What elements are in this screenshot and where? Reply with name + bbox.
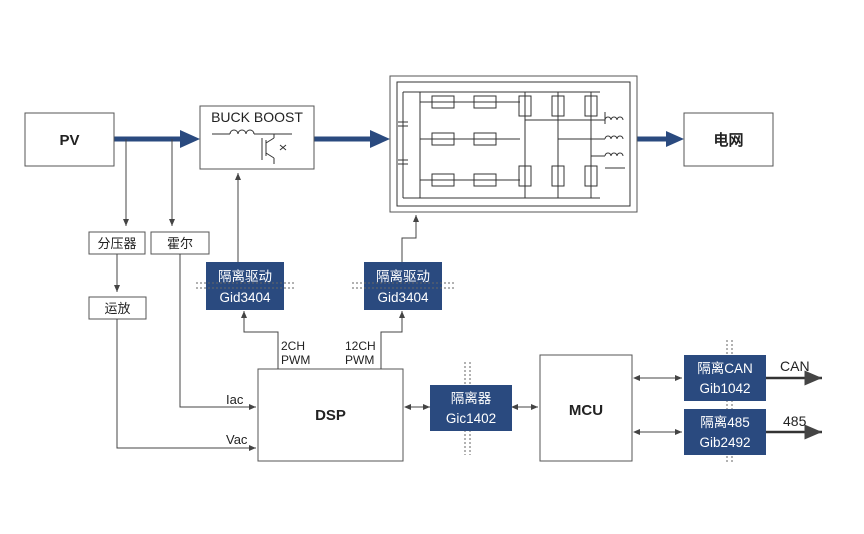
iso-drive-right-box: 隔离驱动 Gid3404 [352, 262, 454, 310]
pwm-left-line1: 2CH [281, 339, 305, 353]
iac-label: Iac [226, 392, 244, 407]
opamp-box: 运放 [88, 296, 147, 320]
iso-drive-right-line1: 隔离驱动 [376, 268, 430, 284]
vac-label: Vac [226, 432, 248, 447]
isolator-line1: 隔离器 [451, 390, 492, 406]
inverter-box [389, 75, 638, 213]
divider-box: 分压器 [88, 231, 146, 255]
dsp-box: DSP [257, 368, 404, 462]
pv-box: PV [24, 112, 115, 167]
buck-boost-box: BUCK BOOST [199, 105, 315, 170]
isolator-line2: Gic1402 [446, 411, 496, 426]
iso-can-box: 隔离CAN Gib1042 [684, 355, 766, 401]
opamp-label: 运放 [104, 301, 130, 316]
buck-boost-label: BUCK BOOST [211, 109, 303, 125]
pwm-right-line1: 12CH [345, 339, 376, 353]
iso-drive-left-box: 隔离驱动 Gid3404 [196, 262, 294, 310]
iso-can-line1: 隔离CAN [697, 360, 753, 376]
dsp-label: DSP [315, 407, 346, 424]
dsp-input-lines [116, 254, 256, 451]
pv-label: PV [59, 132, 79, 149]
grid-box: 电网 [683, 112, 774, 167]
pwm-lines [235, 173, 419, 369]
iso-485-line1: 隔离485 [700, 414, 750, 430]
divider-label: 分压器 [97, 236, 136, 251]
hall-label: 霍尔 [167, 236, 193, 251]
hall-box: 霍尔 [150, 231, 210, 255]
inverter-circuit-icon [398, 91, 625, 199]
iso-can-line2: Gib1042 [699, 381, 750, 396]
mcu-label: MCU [569, 402, 603, 419]
sensing-lines [114, 139, 175, 292]
mcu-box: MCU [539, 354, 633, 462]
iso-drive-right-line2: Gid3404 [377, 290, 429, 305]
iso-485-line2: Gib2492 [699, 435, 750, 450]
grid-label: 电网 [713, 131, 743, 149]
pwm-left-line2: PWM [281, 353, 310, 367]
rs485-label: 485 [783, 413, 807, 429]
iso-drive-left-line2: Gid3404 [219, 290, 271, 305]
buck-boost-circuit-icon [212, 129, 292, 164]
pwm-right-line2: PWM [345, 353, 374, 367]
iso-485-box: 隔离485 Gib2492 [684, 409, 766, 455]
isolator-box: 隔离器 Gic1402 [404, 362, 538, 455]
power-flow-arrows [114, 130, 684, 148]
can-label: CAN [780, 358, 810, 374]
iso-drive-left-line1: 隔离驱动 [218, 268, 272, 284]
